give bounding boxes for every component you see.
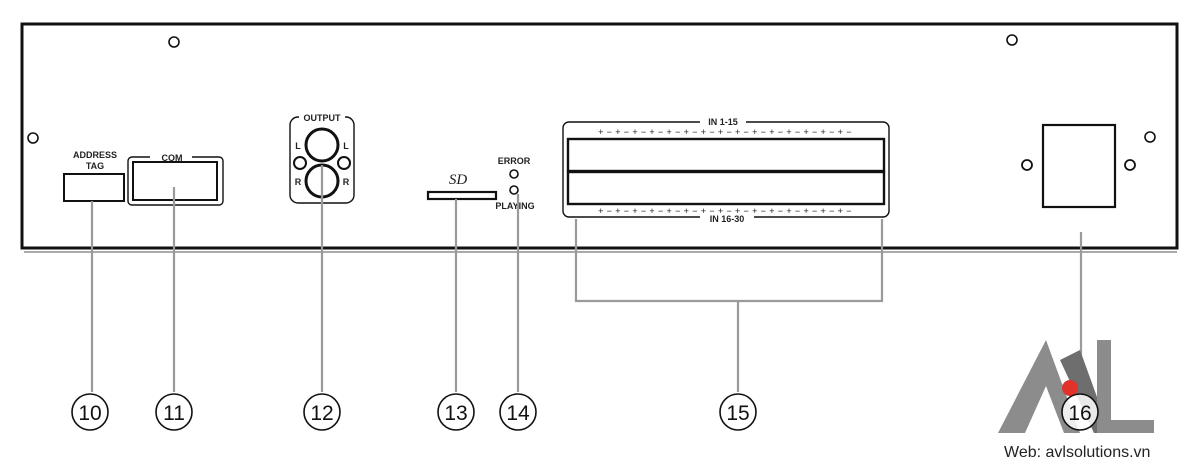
output-left-r: R (295, 177, 302, 187)
logo-l-shape (1097, 340, 1154, 433)
callout-12-number: 12 (310, 402, 333, 425)
playing-label: PLAYING (495, 201, 534, 211)
output-label-bg (299, 113, 345, 122)
output-right-r: R (343, 177, 350, 187)
sd-label: SD (449, 172, 468, 188)
callout-12-circle (303, 393, 341, 431)
playing-led (509, 185, 519, 195)
callout-16-circle (1061, 393, 1099, 431)
power-inlet-screw-right (1124, 159, 1136, 171)
logo-a-shape (998, 340, 1080, 433)
callout-13-circle (437, 393, 475, 431)
callout-13-number: 13 (444, 402, 467, 425)
in-bottom-label-bg (700, 214, 754, 223)
address-tag-label-line2: TAG (86, 161, 104, 171)
output-tab-right (337, 156, 351, 170)
power-inlet (1041, 123, 1117, 209)
address-tag-slot (63, 173, 125, 202)
callout-16: 16 (1061, 393, 1099, 431)
output-jack-left (304, 127, 340, 163)
callout-15: 15 (719, 393, 757, 431)
terminal-polarity-bottom: + − + − + − + − + − + − + − + − + − + − … (598, 206, 852, 216)
in-bottom-label: IN 16-30 (710, 214, 745, 224)
terminal-block-bottom (566, 170, 886, 206)
address-tag-label-line1: ADDRESS (73, 150, 117, 160)
error-led (509, 169, 519, 179)
callout-15-circle (719, 393, 757, 431)
com-label-bg (150, 153, 192, 162)
callout-14-number: 14 (506, 402, 530, 425)
output-label: OUTPUT (304, 113, 342, 123)
output-left-l: L (295, 141, 301, 151)
website-text: Web: avlsolutions.vn (1004, 444, 1150, 461)
mount-hole-left (27, 132, 39, 144)
callout-11-circle (155, 393, 193, 431)
leader-15-bracket (574, 219, 884, 303)
callout-11: 11 (155, 393, 193, 431)
callout-14: 14 (499, 393, 537, 431)
callout-12: 12 (303, 393, 341, 431)
output-right-l: L (343, 141, 349, 151)
callout-11-number: 11 (163, 402, 185, 425)
callout-16-number: 16 (1068, 402, 1091, 425)
output-tab-left (293, 156, 307, 170)
sd-card-slot (426, 190, 498, 201)
error-label: ERROR (498, 156, 531, 166)
callout-10: 10 (71, 393, 109, 431)
logo-red-dot (1062, 380, 1078, 396)
callout-15-number: 15 (726, 402, 749, 425)
power-inlet-screw-left (1021, 159, 1033, 171)
leader-lines (90, 165, 1083, 392)
mount-hole-right (1144, 131, 1156, 143)
in-top-label: IN 1-15 (708, 117, 738, 127)
callout-10-number: 10 (78, 402, 101, 425)
chassis-outline (20, 22, 1179, 250)
terminal-polarity-top: + − + − + − + − + − + − + − + − + − + − … (598, 127, 852, 137)
in-top-label-bg (700, 117, 746, 126)
callout-14-circle (499, 393, 537, 431)
callout-10-circle (71, 393, 109, 431)
com-label: COM (162, 153, 183, 163)
callout-13: 13 (437, 393, 475, 431)
mount-hole-top-left (168, 36, 180, 48)
mount-hole-top-right (1006, 34, 1018, 46)
